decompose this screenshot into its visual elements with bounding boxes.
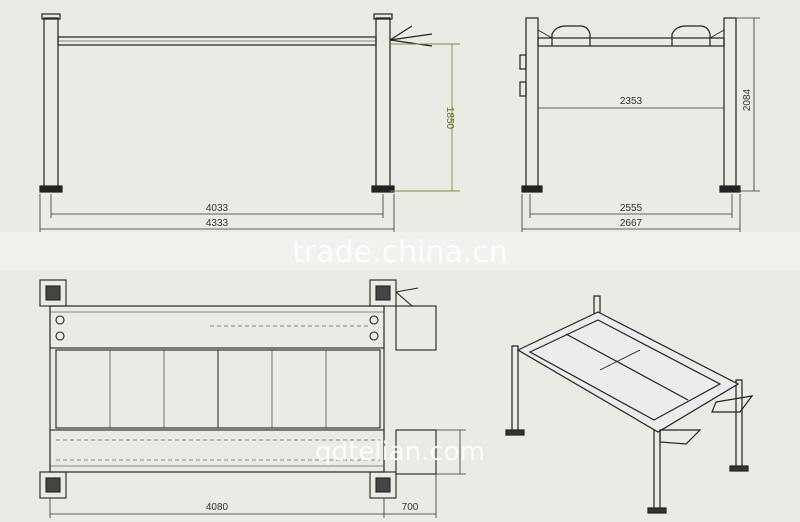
top-bolt-2 bbox=[55, 331, 65, 341]
side-height-label: 2084 bbox=[742, 88, 753, 111]
iso-platform-runway bbox=[528, 319, 722, 421]
side-dimensions bbox=[521, 17, 760, 232]
front-height-dimension bbox=[390, 43, 460, 192]
isometric-view bbox=[505, 295, 754, 514]
front-left-cap bbox=[41, 13, 61, 20]
front-outer-width-label: 4333 bbox=[206, 218, 229, 229]
iso-ramp-front bbox=[659, 429, 702, 445]
front-view bbox=[39, 13, 433, 193]
top-bolt-4 bbox=[369, 331, 379, 341]
iso-platform-deck bbox=[516, 311, 740, 433]
top-rear-crossbeam bbox=[49, 429, 385, 473]
side-right-post bbox=[723, 17, 737, 191]
company-watermark: qdtelian.com bbox=[315, 437, 485, 467]
top-control-arm bbox=[395, 287, 419, 307]
top-post-bl bbox=[45, 477, 61, 493]
top-post-tr bbox=[375, 285, 391, 301]
iso-rear-right-post bbox=[735, 379, 743, 469]
front-height-label: 1850 bbox=[444, 107, 455, 130]
side-view bbox=[519, 17, 741, 193]
iso-front-left-post bbox=[511, 345, 519, 433]
top-post-br bbox=[375, 477, 391, 493]
top-ramp-front bbox=[395, 305, 437, 351]
top-length-label: 4080 bbox=[206, 502, 229, 513]
side-lock-tab-lower bbox=[519, 81, 527, 97]
side-lock-tab-upper bbox=[519, 54, 527, 70]
side-runway-left bbox=[551, 25, 591, 46]
iso-base-rr bbox=[729, 465, 749, 472]
front-left-base bbox=[39, 185, 63, 193]
front-right-base bbox=[371, 185, 395, 193]
top-view bbox=[39, 279, 437, 499]
side-mid-width-label: 2555 bbox=[620, 203, 643, 214]
side-runway-right bbox=[671, 25, 711, 46]
iso-base-fl bbox=[505, 429, 525, 436]
side-inner-width-label: 2353 bbox=[620, 96, 643, 107]
side-left-base bbox=[521, 185, 543, 193]
front-inner-width-label: 4033 bbox=[206, 203, 229, 214]
side-left-post bbox=[525, 17, 539, 191]
top-post-tl bbox=[45, 285, 61, 301]
front-right-post bbox=[375, 17, 391, 191]
front-right-cap bbox=[373, 13, 393, 20]
top-front-crossbeam bbox=[49, 305, 385, 349]
top-ramp-label: 700 bbox=[402, 502, 419, 513]
iso-ramp-rear bbox=[711, 395, 754, 413]
top-ramp-rear bbox=[395, 429, 437, 475]
iso-front-right-post bbox=[653, 427, 661, 511]
iso-base-fr bbox=[647, 507, 667, 514]
front-width-dimensions bbox=[39, 194, 395, 232]
front-control-arm bbox=[389, 25, 433, 47]
front-left-post bbox=[43, 17, 59, 191]
site-watermark: trade.china.cn bbox=[292, 235, 508, 270]
top-bolt-1 bbox=[55, 315, 65, 325]
side-right-base bbox=[719, 185, 741, 193]
top-bolt-3 bbox=[369, 315, 379, 325]
watermark-band bbox=[0, 232, 800, 270]
side-platform bbox=[537, 37, 725, 47]
top-dimensions bbox=[49, 429, 466, 518]
side-outer-width-label: 2667 bbox=[620, 218, 643, 229]
